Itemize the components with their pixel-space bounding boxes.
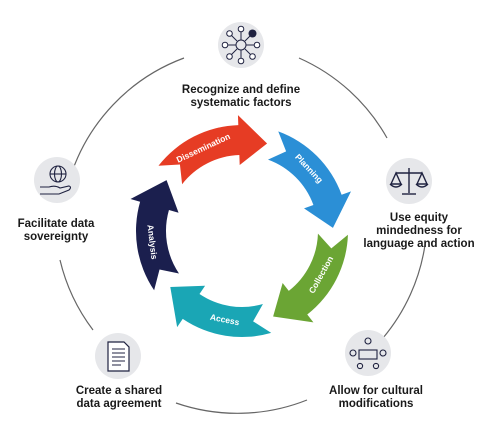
label-equity: Use equity mindedness for language and a… (363, 212, 475, 250)
balance-scale-icon (386, 158, 432, 204)
cycle-arrow-planning (267, 131, 352, 228)
network-nodes-icon (218, 22, 264, 68)
cycle-label-analysis: Analysis (145, 224, 159, 260)
hand-globe-icon (34, 157, 80, 203)
meeting-table-icon (345, 330, 391, 376)
label-sovereignty: Facilitate data sovereignty (17, 218, 95, 243)
document-icon (95, 333, 141, 379)
cycle-arrow-collection (273, 233, 348, 323)
outer-ring (59, 57, 426, 414)
label-agreement: Create a shared data agreement (75, 385, 163, 410)
label-cultural: Allow for cultural modifications (329, 385, 423, 410)
cycle-arrow-analysis (130, 180, 179, 291)
label-recognize: Recognize and define systematic factors (181, 84, 301, 109)
cycle-arrow-access (170, 285, 272, 337)
cycle-arrow-dissemination (158, 115, 268, 185)
cycle-arrows: DisseminationPlanningCollectionAccessAna… (130, 115, 352, 337)
